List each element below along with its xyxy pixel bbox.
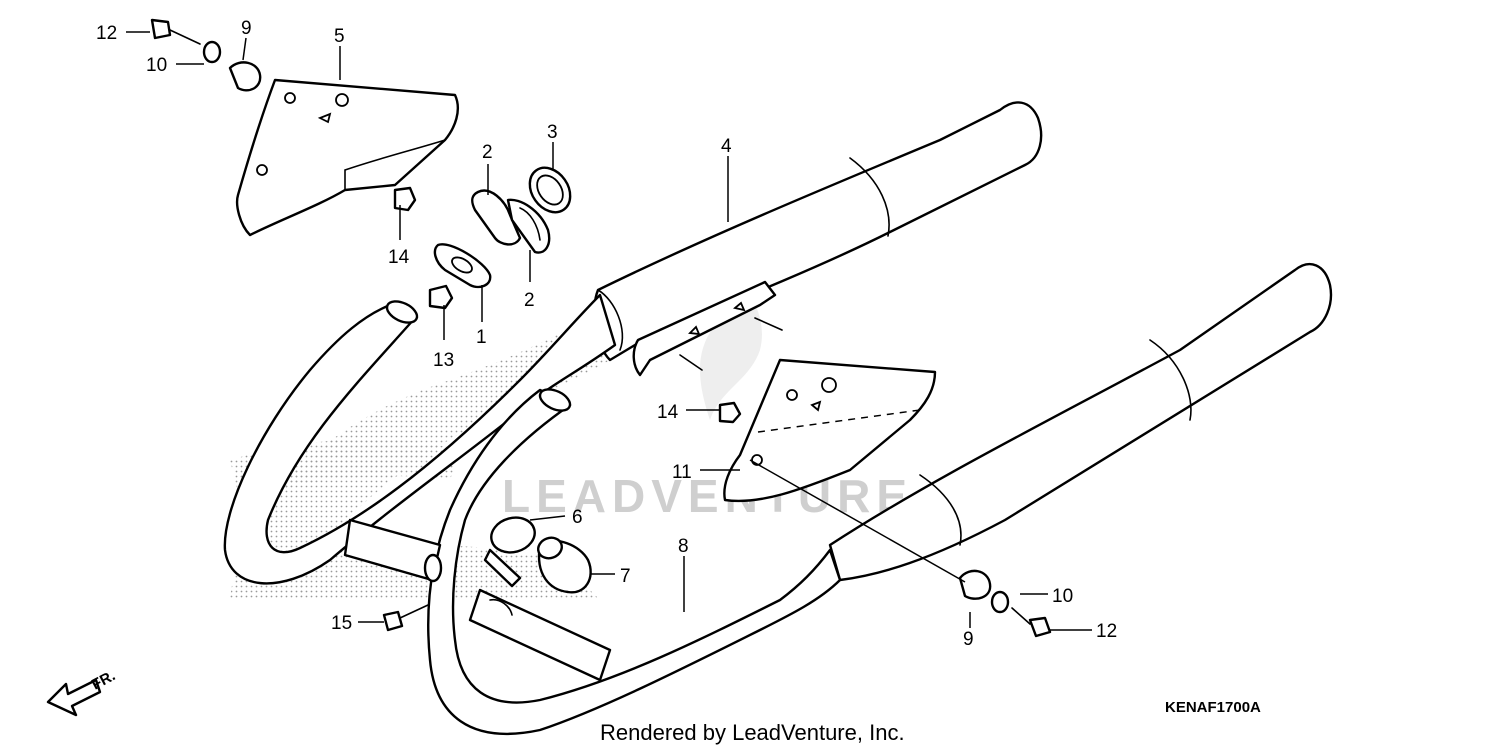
- callout-1: 1: [476, 327, 487, 348]
- callout-12: 12: [96, 23, 117, 44]
- callout-8: 8: [678, 536, 689, 557]
- muffler-upper: [593, 101, 1043, 362]
- callout-3: 3: [547, 122, 558, 143]
- gasket-1: [433, 243, 492, 289]
- footer-credit: Rendered by LeadVenture, Inc.: [600, 720, 905, 745]
- collar-10a: [202, 40, 222, 64]
- callout-2: 2: [482, 142, 493, 163]
- nut-14b: [718, 401, 742, 424]
- leader-lines: [126, 31, 1092, 631]
- callout-12: 12: [1096, 621, 1117, 642]
- callout-9: 9: [963, 629, 974, 650]
- callout-5: 5: [334, 26, 345, 47]
- rubber-9a: [228, 61, 262, 92]
- collar-10b: [990, 590, 1010, 614]
- muffler-lower: [828, 263, 1333, 582]
- bolt-15: [382, 604, 429, 632]
- collar-7: [537, 536, 592, 594]
- callout-2: 2: [524, 290, 535, 311]
- band-6: [483, 516, 536, 588]
- heat-shield-lower: [723, 358, 937, 503]
- callout-9: 9: [241, 18, 252, 39]
- callout-15: 15: [331, 613, 352, 634]
- callout-11: 11: [672, 462, 692, 483]
- joint-collar-2a: [470, 189, 522, 246]
- diagram-code: KENAF1700A: [1165, 699, 1261, 716]
- callout-4: 4: [721, 136, 732, 157]
- callout-14: 14: [657, 402, 679, 423]
- callout-7: 7: [620, 566, 631, 587]
- nut-14a: [393, 186, 417, 212]
- gasket-3: [528, 166, 572, 214]
- joint-collar-2b: [506, 198, 551, 254]
- callout-6: 6: [572, 507, 583, 528]
- exhaust-pipe-assembly: [223, 293, 842, 735]
- bolt-12a: [150, 18, 201, 45]
- muffler-bracket: [632, 280, 783, 377]
- bolt-12b: [1011, 607, 1052, 638]
- watermark-text: LEADVENTURE: [502, 470, 913, 522]
- front-arrow: FR.: [46, 667, 118, 717]
- callout-10: 10: [1052, 586, 1073, 607]
- callout-14: 14: [388, 247, 410, 268]
- nut-13: [428, 284, 454, 310]
- callout-13: 13: [433, 350, 454, 371]
- callouts: 12 10 9 5 14 2 3 4 2 1 13 14 11 6 7 8 9 …: [96, 18, 1117, 650]
- rubber-9b: [958, 569, 992, 600]
- heat-shield-upper: [236, 78, 459, 237]
- callout-10: 10: [146, 55, 167, 76]
